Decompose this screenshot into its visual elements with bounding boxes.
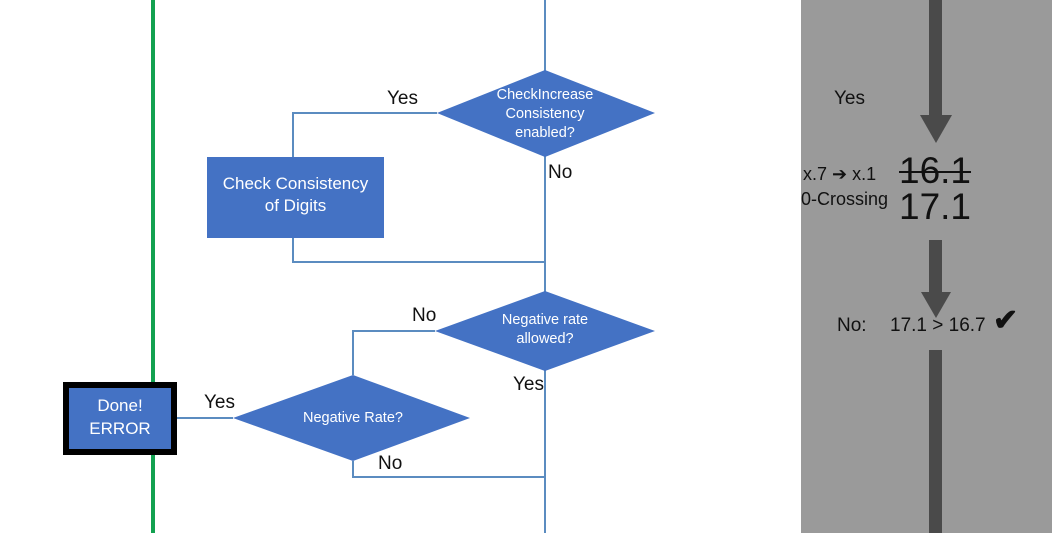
- right-detail-panel: Yes x.7 ➔ x.1 0-Crossing 16.1 17.1 No: 1…: [801, 0, 1052, 533]
- shape-negative-rate-allowed-diamond: [435, 291, 655, 371]
- edge-label-checkincrease-no: No: [548, 162, 573, 183]
- shape-negative-rate-diamond: [233, 375, 470, 461]
- shape-label-done-error: Done! ERROR: [89, 396, 151, 438]
- panel-value-struck: 16.1: [899, 150, 972, 191]
- panel-yes-label: Yes: [834, 88, 865, 109]
- panel-result-prefix: No:: [837, 315, 867, 336]
- panel-arrow-top: [920, 0, 952, 143]
- edge-label-negative-rate-allowed-yes: Yes: [513, 374, 544, 395]
- panel-value-current: 17.1: [899, 186, 972, 227]
- edge-label-done-error-yes: Yes: [204, 392, 235, 413]
- connector-consistency-return: [292, 238, 545, 263]
- edge-label-negative-rate-no: No: [378, 453, 403, 474]
- edge-label-negative-rate-allowed-no: No: [412, 305, 437, 326]
- connector-negrate-allowed-no: [352, 330, 435, 375]
- panel-arrow-bottom-shaft: [929, 350, 942, 533]
- checkmark-icon: ✔: [993, 304, 1019, 337]
- edge-label-checkincrease-yes: Yes: [387, 88, 418, 109]
- shape-label-check-consistency: Check Consistency of Digits: [222, 174, 369, 216]
- panel-arrow-middle: [921, 240, 951, 318]
- panel-rounding-note: x.7 ➔ x.1: [803, 164, 877, 184]
- panel-zero-crossing-note: 0-Crossing: [801, 189, 889, 209]
- panel-result-comparison: 17.1 > 16.7: [890, 315, 986, 336]
- panel-arrows: [920, 0, 952, 533]
- shape-done-error-box: [63, 382, 177, 455]
- shape-check-consistency-box: [207, 157, 384, 238]
- connector-negrate-no-return: [352, 461, 545, 478]
- shape-checkincrease-diamond: [437, 70, 655, 157]
